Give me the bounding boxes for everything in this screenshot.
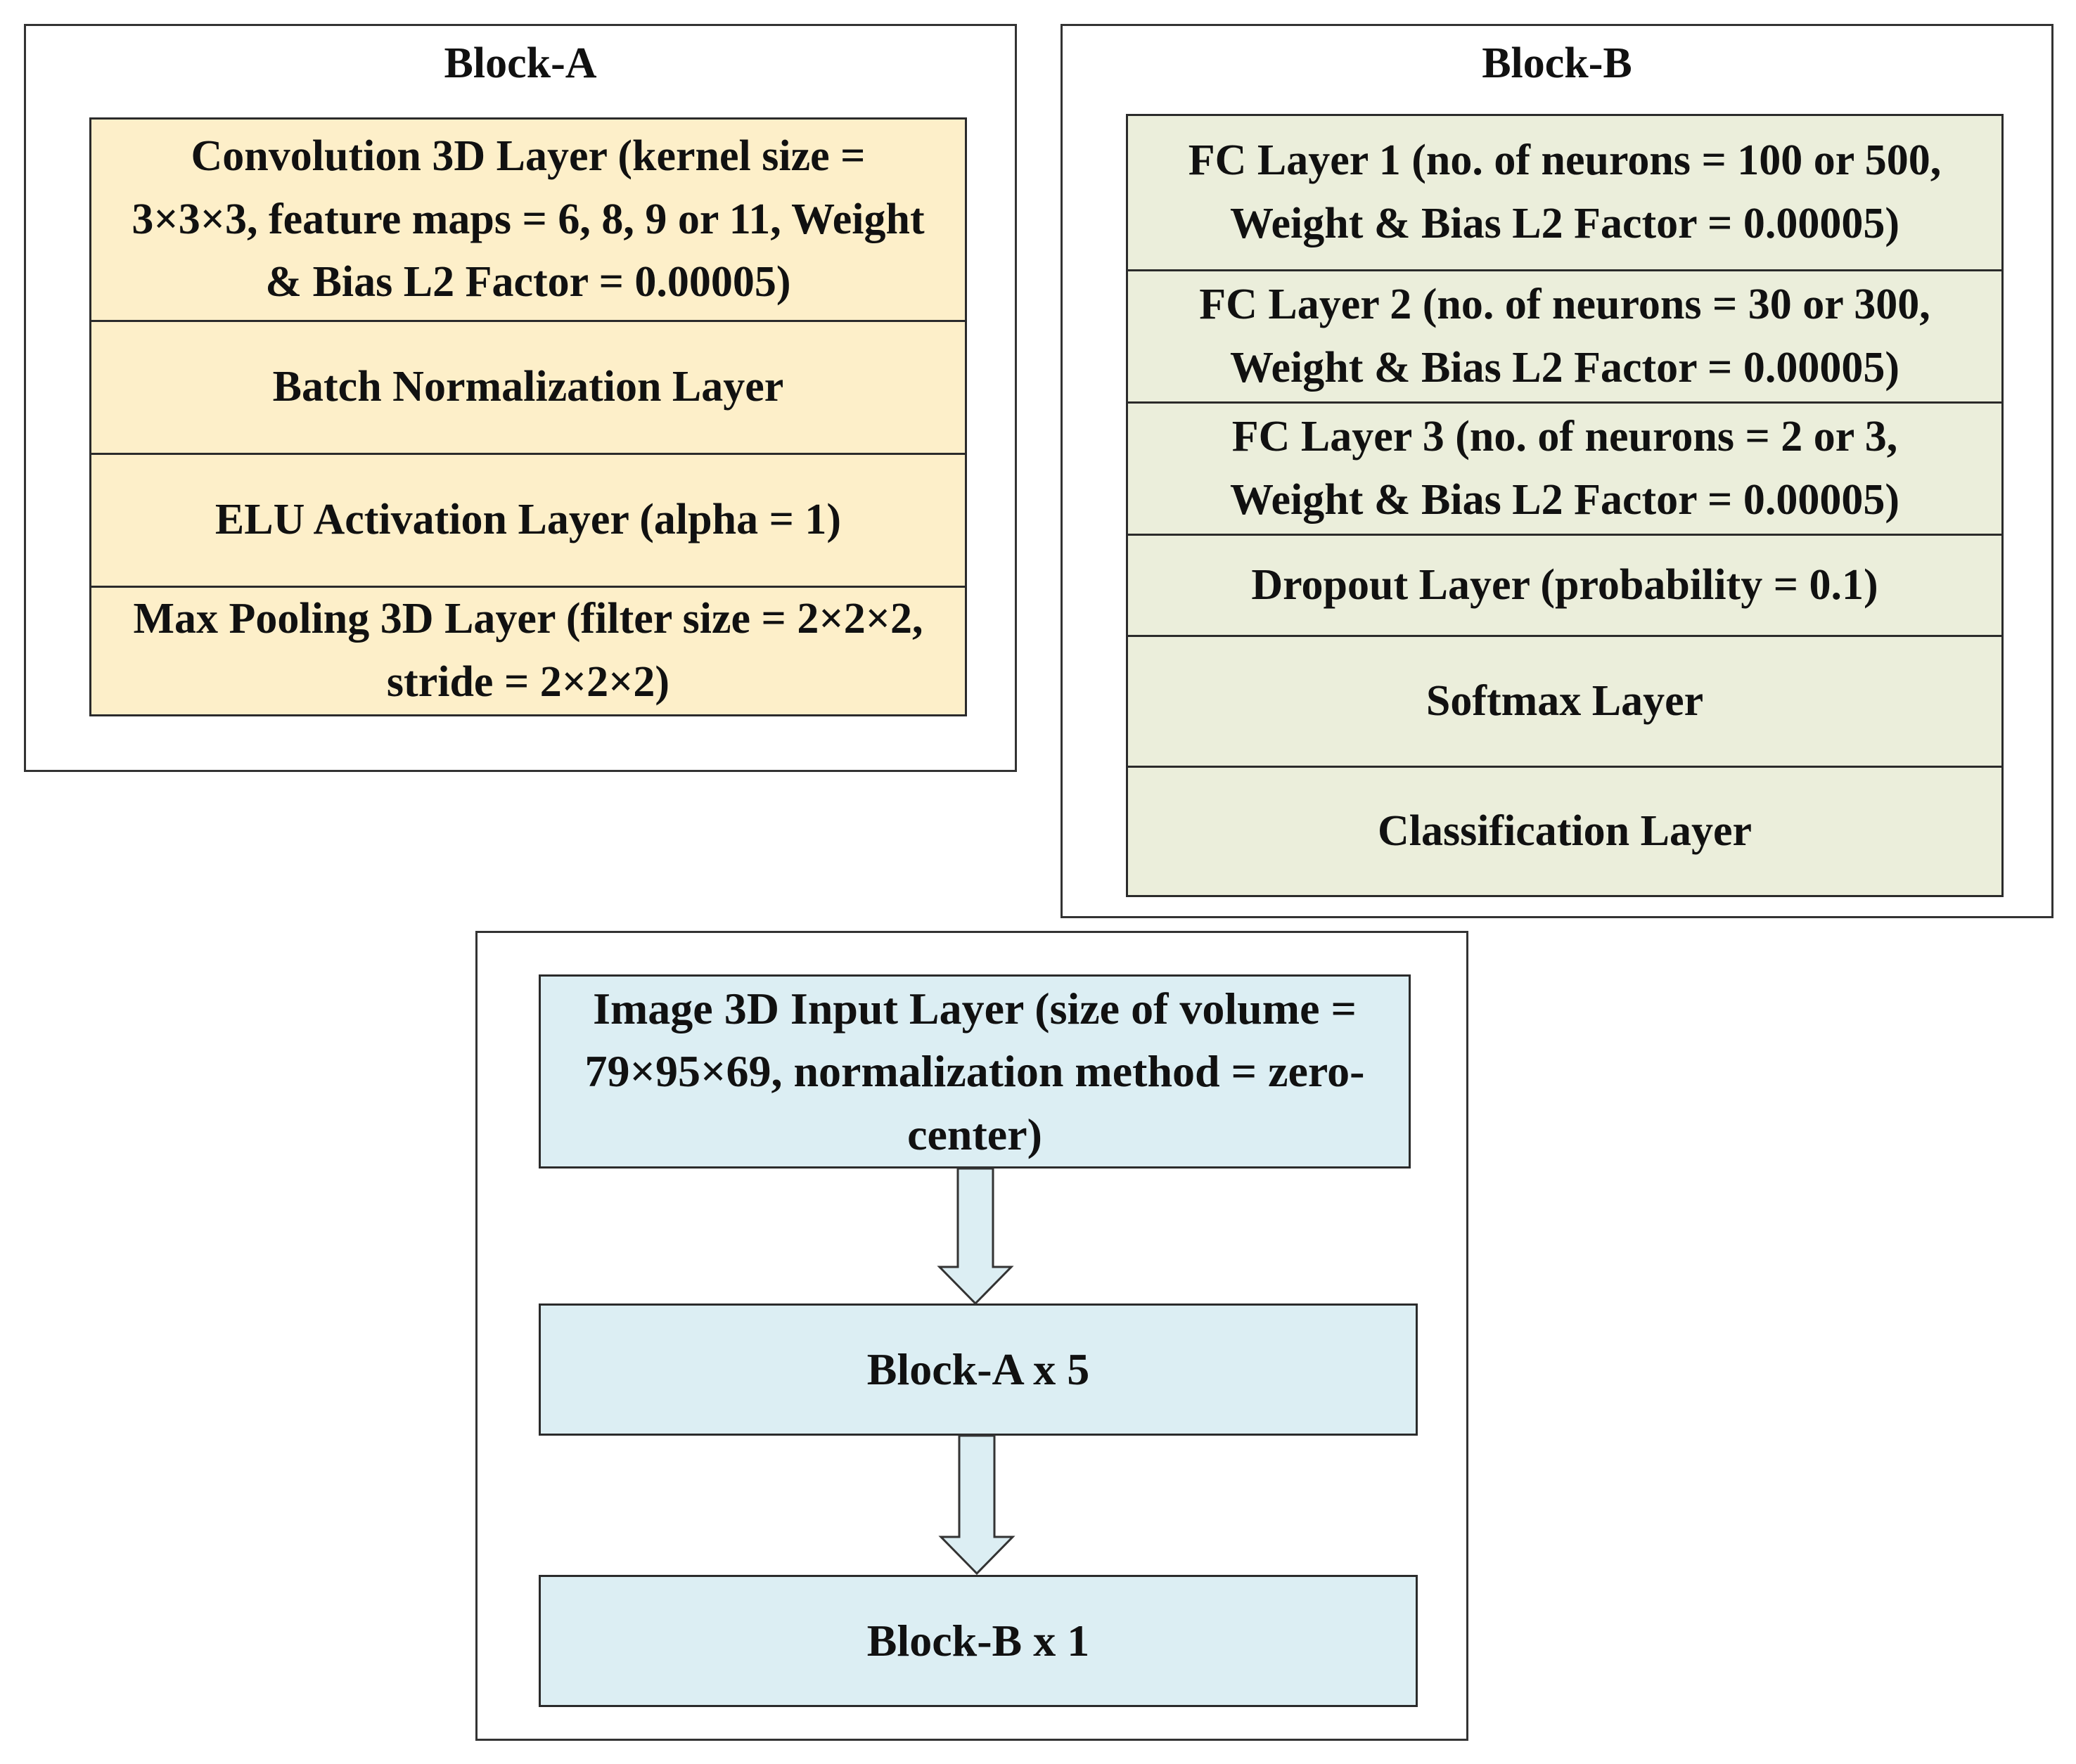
softmax-layer: Softmax Layer bbox=[1128, 635, 2001, 766]
classification-layer: Classification Layer bbox=[1128, 766, 2001, 895]
block-b-panel: Block-B FC Layer 1 (no. of neurons = 100… bbox=[1061, 24, 2053, 918]
fc-layer-2: FC Layer 2 (no. of neurons = 30 or 300, … bbox=[1128, 269, 2001, 401]
down-arrow-input-to-block-a bbox=[937, 1167, 1014, 1306]
elu-activation-layer: ELU Activation Layer (alpha = 1) bbox=[91, 453, 965, 586]
batch-normalization-layer: Batch Normalization Layer bbox=[91, 320, 965, 453]
max-pooling-3d-layer: Max Pooling 3D Layer (filter size = 2×2×… bbox=[91, 586, 965, 714]
block-b-repeat-box: Block-B x 1 bbox=[539, 1575, 1418, 1707]
block-a-repeat-box: Block-A x 5 bbox=[539, 1303, 1418, 1436]
block-a-panel: Block-A Convolution 3D Layer (kernel siz… bbox=[24, 24, 1017, 772]
image-3d-input-layer: Image 3D Input Layer (size of volume = 7… bbox=[539, 974, 1411, 1169]
block-a-layer-stack: Convolution 3D Layer (kernel size = 3×3×… bbox=[89, 117, 967, 716]
down-arrow-block-a-to-block-b bbox=[938, 1434, 1015, 1576]
fc-layer-3: FC Layer 3 (no. of neurons = 2 or 3, Wei… bbox=[1128, 401, 2001, 534]
block-b-title: Block-B bbox=[1482, 39, 1632, 87]
block-a-title: Block-A bbox=[444, 39, 597, 87]
fc-layer-1: FC Layer 1 (no. of neurons = 100 or 500,… bbox=[1188, 136, 1942, 247]
block-b-layer-stack: FC Layer 1 (no. of neurons = 100 or 500,… bbox=[1126, 114, 2004, 897]
dropout-layer: Dropout Layer (probability = 0.1) bbox=[1128, 534, 2001, 635]
convolution-3d-layer: Convolution 3D Layer (kernel size = 3×3×… bbox=[132, 131, 925, 307]
